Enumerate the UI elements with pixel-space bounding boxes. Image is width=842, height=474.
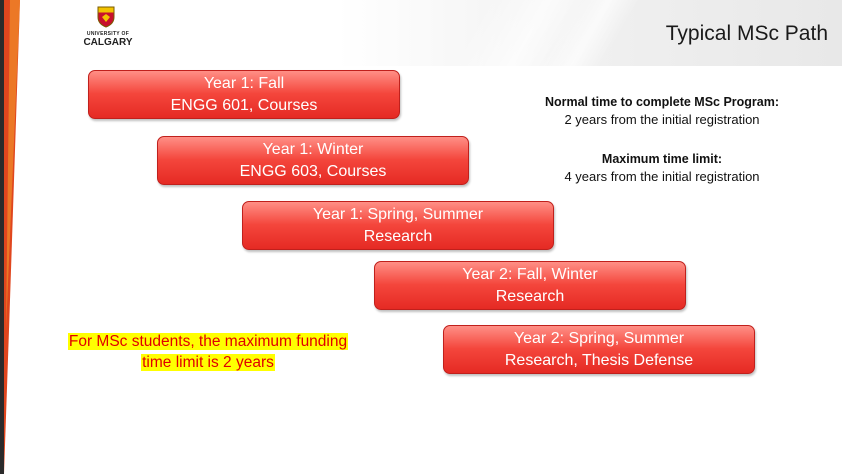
timeline-box-activity: Research, Thesis Defense — [504, 351, 694, 369]
timeline-box-year2-spring-summer: Year 2: Spring, Summer Research, Thesis … — [443, 325, 755, 374]
logo-text-calgary: CALGARY — [83, 37, 133, 48]
timeline-box-year2-fall-winter: Year 2: Fall, Winter Research — [374, 261, 686, 310]
max-time-value: 4 years from the initial registration — [564, 169, 760, 184]
header-band — [0, 0, 842, 66]
funding-note-line1: For MSc students, the maximum funding — [67, 333, 349, 350]
normal-time-info: Normal time to complete MSc Program: 2 y… — [512, 94, 812, 129]
normal-time-heading: Normal time to complete MSc Program: — [544, 95, 780, 109]
timeline-box-term: Year 1: Winter — [262, 140, 364, 158]
funding-note-line2: time limit is 2 years — [141, 354, 275, 371]
timeline-box-activity: ENGG 601, Courses — [170, 96, 318, 114]
left-accent-stripe — [0, 0, 20, 474]
max-time-heading: Maximum time limit: — [601, 152, 723, 166]
timeline-box-year1-spring-summer: Year 1: Spring, Summer Research — [242, 201, 554, 250]
timeline-box-term: Year 1: Fall — [203, 74, 285, 92]
university-logo: UNIVERSITY OF CALGARY — [78, 6, 138, 58]
page-title: Typical MSc Path — [665, 22, 828, 45]
timeline-box-year1-winter: Year 1: Winter ENGG 603, Courses — [157, 136, 469, 185]
timeline-box-term: Year 2: Fall, Winter — [462, 265, 598, 283]
timeline-box-activity: Research — [495, 287, 565, 305]
normal-time-value: 2 years from the initial registration — [564, 112, 760, 127]
logo-text-university-of: UNIVERSITY OF — [86, 31, 130, 37]
max-time-info: Maximum time limit: 4 years from the ini… — [512, 151, 812, 186]
crest-icon — [97, 6, 115, 28]
timeline-box-term: Year 1: Spring, Summer — [312, 205, 484, 223]
funding-note: For MSc students, the maximum funding ti… — [28, 331, 388, 373]
timeline-box-activity: ENGG 603, Courses — [239, 162, 387, 180]
timeline-box-year1-fall: Year 1: Fall ENGG 601, Courses — [88, 70, 400, 119]
timeline-box-term: Year 2: Spring, Summer — [513, 329, 685, 347]
timeline-box-activity: Research — [363, 227, 433, 245]
